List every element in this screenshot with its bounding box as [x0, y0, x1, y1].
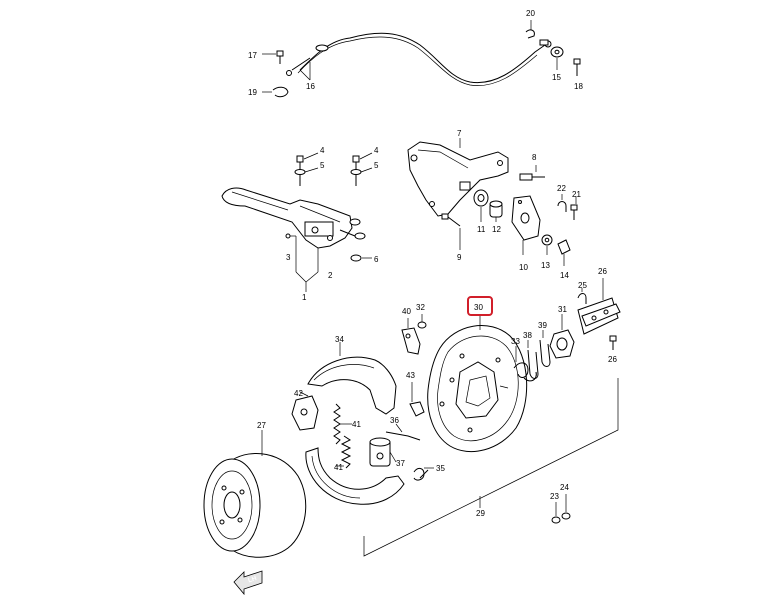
nut-6 — [350, 254, 372, 262]
part-label: 17 — [248, 51, 257, 60]
bracket-26 — [577, 278, 621, 335]
part-label: 26 — [598, 267, 607, 276]
clip-14 — [557, 239, 571, 266]
part-label: 41 — [334, 463, 343, 472]
part-label: 3 — [286, 253, 291, 262]
part-label: 39 — [538, 321, 547, 330]
part-label: 21 — [572, 190, 581, 199]
part-label: 11 — [477, 225, 486, 234]
highlight-box-30 — [467, 296, 493, 316]
part-label: 31 — [558, 305, 567, 314]
washer-15 — [550, 46, 564, 70]
spring-33 — [513, 346, 537, 382]
nut-32 — [417, 314, 427, 329]
direction-marker-text: LH — [247, 575, 258, 584]
washer-13 — [541, 234, 553, 255]
parking-brake-lever — [221, 187, 366, 249]
part-label: 15 — [552, 73, 561, 82]
part-label: 29 — [476, 509, 485, 518]
part-label: 43 — [406, 371, 415, 380]
part-labels: 1 2 3 4 5 6 7 8 9 10 11 12 13 14 15 16 1… — [248, 9, 617, 518]
nut-24 — [561, 494, 571, 520]
bolt-17 — [262, 50, 284, 64]
part-label: 36 — [390, 416, 399, 425]
bolt-4-left — [294, 152, 319, 186]
part-label: 5 — [320, 161, 325, 170]
direction-arrow-icon — [233, 570, 263, 596]
spring-39 — [539, 330, 551, 367]
part-label: 23 — [550, 492, 559, 501]
backing-plate-30 — [427, 316, 528, 453]
part-label: 26 — [608, 355, 617, 364]
part-label: 25 — [578, 281, 587, 290]
spring-35 — [413, 467, 434, 481]
part-label: 20 — [526, 9, 535, 18]
clip-20 — [525, 20, 535, 39]
shoe-34 — [307, 342, 397, 415]
adjuster-42 — [291, 391, 319, 431]
bolt-21 — [570, 196, 578, 220]
part-label: 12 — [492, 225, 501, 234]
part-label: 38 — [523, 331, 532, 340]
wheel-cylinder-37 — [369, 437, 397, 467]
part-label: 2 — [328, 271, 333, 280]
part-label: 19 — [248, 88, 257, 97]
part-label: 1 — [302, 293, 307, 302]
clip-19 — [262, 86, 289, 98]
spring-41-upper — [333, 403, 352, 445]
part-label: 32 — [416, 303, 425, 312]
bushing-11 — [473, 189, 489, 222]
part-label: 18 — [574, 82, 583, 91]
bolt-8 — [519, 165, 545, 181]
clip-25 — [577, 288, 587, 304]
part-labels-right-bolt: 4 5 — [374, 146, 379, 170]
plate-10 — [511, 195, 541, 255]
part-label: 27 — [257, 421, 266, 430]
part-label: 22 — [557, 184, 566, 193]
part-label: 4 — [374, 146, 379, 155]
part-label: 7 — [457, 129, 462, 138]
part-label: 35 — [436, 464, 445, 473]
part-label: 8 — [532, 153, 537, 162]
spring-41-lower — [336, 435, 352, 469]
part-label highlighted-part-label[interactable]: 30 — [474, 303, 483, 312]
part-label: 24 — [560, 483, 569, 492]
part-label: 41 — [352, 420, 361, 429]
part-label: 42 — [294, 389, 303, 398]
pipe-36 — [385, 423, 421, 441]
bolt-9 — [441, 213, 461, 250]
parking-brake-cable — [286, 32, 552, 86]
lever-40 — [401, 318, 421, 355]
part-label: 37 — [396, 459, 405, 468]
part-label: 4 — [320, 146, 325, 155]
nut-23 — [551, 502, 561, 524]
part-label: 13 — [541, 261, 550, 270]
brake-drum-27 — [203, 430, 307, 558]
part-label: 33 — [511, 337, 520, 346]
plug-31 — [549, 314, 575, 359]
bolt-4-right — [350, 152, 373, 186]
part-label: 10 — [519, 263, 528, 272]
part-label: 5 — [374, 161, 379, 170]
shoe-lower — [305, 447, 405, 505]
part-label: 34 — [335, 335, 344, 344]
spacer-12 — [489, 200, 503, 222]
pin-43 — [409, 382, 425, 417]
part-label: 14 — [560, 271, 569, 280]
spring-38 — [527, 340, 539, 379]
part-label: 40 — [402, 307, 411, 316]
part-label: 9 — [457, 253, 462, 262]
bolt-26-lower — [609, 335, 617, 350]
bracket-7 — [407, 138, 509, 217]
clip-22 — [557, 194, 567, 212]
part-label: 6 — [374, 255, 379, 264]
part-label: 16 — [306, 82, 315, 91]
assembly-bracket-29 — [363, 378, 619, 557]
bolt-18 — [573, 58, 581, 76]
